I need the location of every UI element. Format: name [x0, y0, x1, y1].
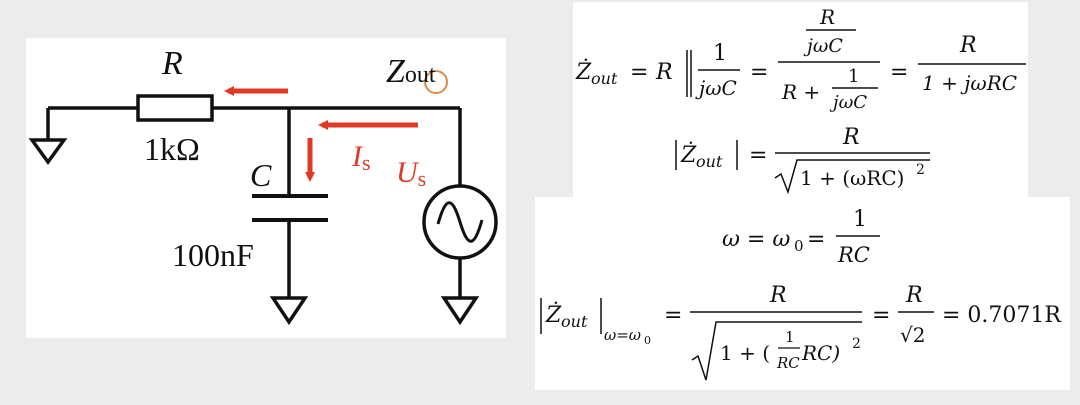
- svg-text:1: 1: [713, 41, 727, 66]
- svg-text:R: R: [959, 33, 977, 58]
- equation-4: Ż out ω=ω 0 = R 1 + ( 1 RC RC) 2 = R √2 …: [540, 283, 1062, 381]
- svg-text:= 0.7071R: = 0.7071R: [942, 303, 1062, 328]
- svg-text:R: R: [905, 283, 923, 308]
- voltage-label: Us: [396, 156, 426, 191]
- svg-text:out: out: [696, 152, 723, 171]
- resistor-label: R: [161, 45, 183, 82]
- capacitor-label: C: [250, 157, 272, 193]
- svg-text:jωC: jωC: [803, 35, 843, 57]
- svg-text:=: =: [630, 60, 648, 85]
- svg-text:0: 0: [794, 237, 804, 255]
- svg-text:R: R: [842, 125, 860, 150]
- ground-symbol-left: [28, 138, 68, 165]
- equation-1: Ż out = R 1 jωC = R jωC R + 1 jωC = R 1 …: [575, 5, 1026, 113]
- svg-text:Ż: Ż: [575, 58, 592, 85]
- svg-text:1: 1: [848, 66, 859, 87]
- svg-text:Ż: Ż: [680, 141, 697, 168]
- ground-symbol-source: [440, 296, 480, 326]
- resistor-value: 1kΩ: [144, 131, 200, 167]
- svg-text:R: R: [819, 5, 835, 29]
- svg-text:ω=ω: ω=ω: [604, 326, 641, 344]
- svg-text:2: 2: [916, 162, 925, 178]
- svg-text:Ż: Ż: [545, 301, 562, 328]
- svg-text:2: 2: [852, 336, 861, 352]
- svg-text:RC: RC: [837, 243, 870, 267]
- svg-text:1: 1: [785, 328, 795, 346]
- svg-text:R: R: [769, 283, 787, 308]
- svg-text:RC): RC): [801, 341, 840, 365]
- svg-text:jωC: jωC: [695, 76, 737, 100]
- equation-2: Ż out = R 1 + (ωRC) 2: [675, 125, 930, 195]
- cursor-highlight: [424, 70, 448, 94]
- svg-text:=: =: [807, 227, 825, 252]
- svg-text:=: =: [872, 303, 890, 328]
- svg-text:ω = ω: ω = ω: [722, 227, 790, 252]
- sqrt-sign-2: [691, 321, 862, 381]
- svg-text:=: =: [750, 60, 768, 85]
- sine-wave-icon: [436, 201, 484, 243]
- svg-text:=: =: [664, 303, 682, 328]
- current-label: Is: [351, 140, 371, 175]
- svg-text:1 + jωRC: 1 + jωRC: [922, 71, 1017, 95]
- equation-panel-bottom: [535, 197, 1070, 390]
- svg-text:=: =: [749, 143, 767, 168]
- svg-text:=: =: [890, 60, 908, 85]
- svg-text:R +: R +: [781, 80, 820, 104]
- svg-text:√2: √2: [900, 323, 925, 347]
- svg-text:1 + (ωRC): 1 + (ωRC): [800, 166, 904, 190]
- equation-panel-top: [573, 2, 1028, 202]
- capacitor-value: 100nF: [172, 237, 254, 273]
- sqrt-sign: [774, 159, 930, 195]
- svg-text:jωC: jωC: [829, 92, 867, 113]
- svg-text:1 + (: 1 + (: [720, 341, 770, 365]
- svg-text:out: out: [561, 312, 588, 331]
- ground-symbol-cap: [269, 296, 309, 326]
- equation-3: ω = ω 0 = 1 RC: [722, 207, 880, 267]
- svg-text:R: R: [655, 60, 673, 85]
- svg-text:0: 0: [644, 334, 651, 347]
- svg-text:1: 1: [853, 207, 867, 232]
- svg-text:RC: RC: [776, 354, 800, 372]
- svg-text:out: out: [591, 69, 618, 88]
- zout-label: Zout: [386, 53, 436, 90]
